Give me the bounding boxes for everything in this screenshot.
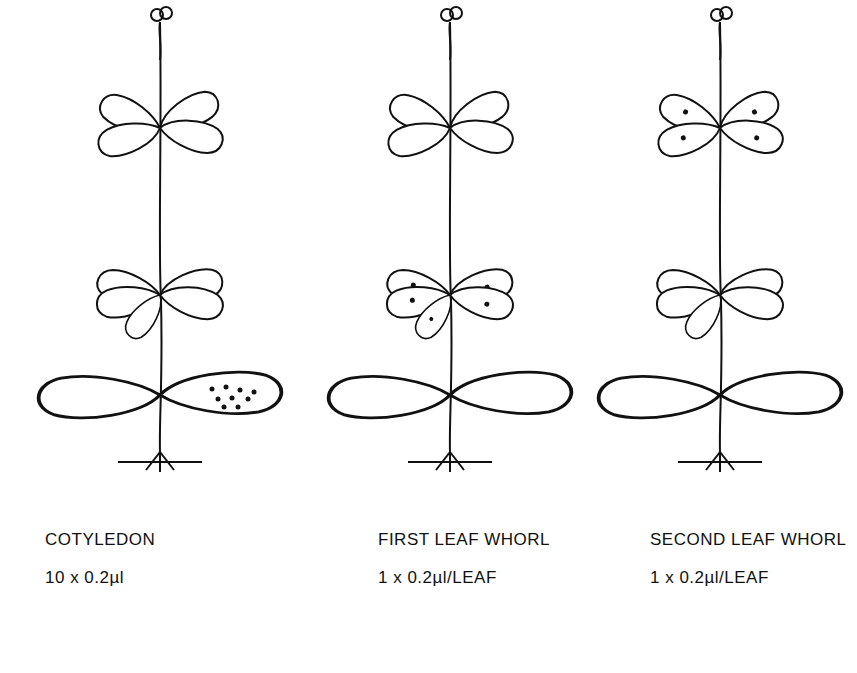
plant-drawing bbox=[39, 7, 282, 472]
plant-drawing bbox=[599, 7, 842, 472]
part-label: FIRST LEAF WHORL bbox=[378, 530, 550, 550]
dose-label: 1 x 0.2µl/LEAF bbox=[378, 568, 497, 588]
plant-drawing bbox=[329, 7, 572, 472]
dose-label: 10 x 0.2µl bbox=[45, 568, 124, 588]
dose-label: 1 x 0.2µl/LEAF bbox=[650, 568, 769, 588]
part-label: SECOND LEAF WHORL bbox=[650, 530, 846, 550]
part-label: COTYLEDON bbox=[45, 530, 155, 550]
